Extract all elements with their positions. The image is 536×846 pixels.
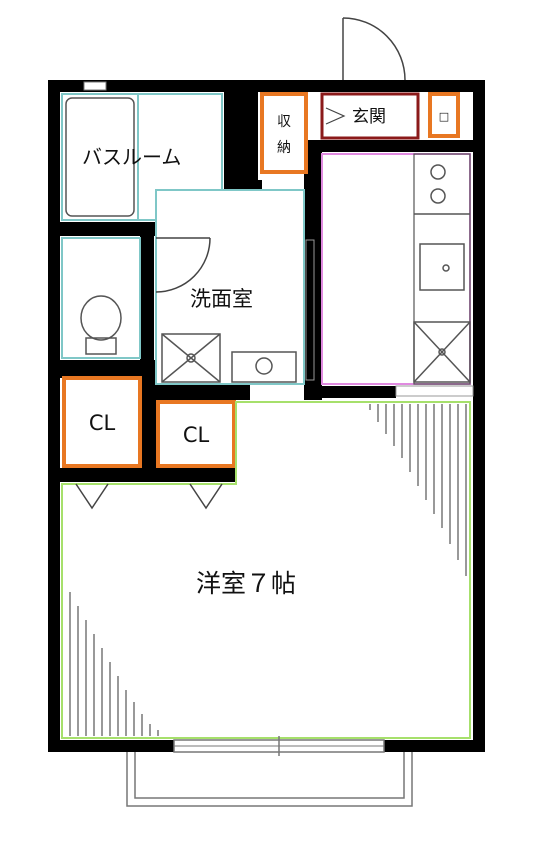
entrance-label: 玄関: [352, 107, 386, 127]
svg-text:□: □: [439, 110, 449, 123]
washroom-label: 洗面室: [190, 287, 253, 311]
kitchen-area: [321, 153, 471, 385]
inner-walls: [60, 92, 473, 482]
bath-window-icon: [83, 81, 107, 91]
floor-hatching: [69, 404, 467, 736]
entrance-area: [320, 92, 420, 140]
closet-door-icons: [75, 483, 223, 510]
balcony: [126, 749, 413, 807]
storage-label-1: 収: [277, 114, 291, 130]
closet-right-label: CL: [183, 423, 210, 447]
washing-machine-pan-icon: [161, 333, 221, 383]
closet-left-label: CL: [89, 411, 116, 435]
western-room-area: [61, 401, 471, 739]
closet-right: [156, 400, 236, 468]
bathroom-label: バスルーム: [82, 145, 181, 169]
window-icon: [173, 736, 385, 756]
sink-icon: [419, 243, 465, 291]
shoe-cupboard: [428, 92, 460, 138]
western-room-label: 洋室７帖: [196, 569, 296, 598]
storage-closet: [260, 92, 308, 174]
entrance-door-icon: [342, 17, 406, 82]
vanity-sink-icon: [231, 351, 297, 383]
stove-icon: [414, 164, 470, 215]
washroom-door-icon: [155, 237, 211, 293]
toilet-icon: [80, 295, 122, 355]
bathtub-icon: [65, 97, 135, 217]
fridge-space-icon: [413, 321, 471, 383]
kitchen-counter: [413, 153, 471, 385]
closet-left: [62, 376, 142, 468]
storage-label-2: 納: [277, 140, 291, 156]
